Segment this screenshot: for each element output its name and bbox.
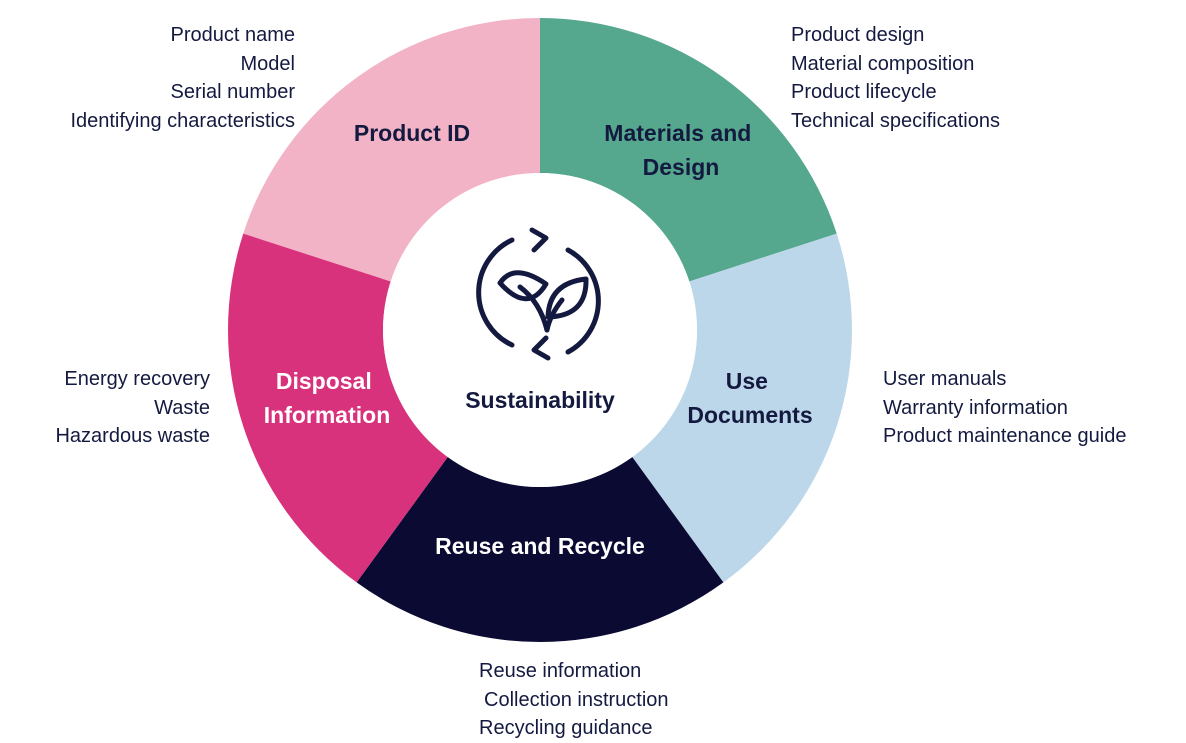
segment-label-materials-design: Materials and Design (604, 120, 757, 180)
segment-label-reuse-recycle: Reuse and Recycle (435, 533, 645, 559)
reuse-recycle-items-list: Reuse information Collection instruction… (479, 657, 669, 743)
segment-materials-design (540, 18, 837, 282)
list-item: Waste (154, 396, 210, 419)
list-item: Recycling guidance (479, 717, 653, 739)
list-item: User manuals (883, 368, 1007, 390)
list-item: Collection instruction (484, 688, 669, 711)
list-item: Product maintenance guide (883, 425, 1127, 447)
segment-disposal-info (227, 233, 448, 583)
list-item: Hazardous waste (55, 425, 210, 447)
list-item: Product design (791, 24, 925, 46)
list-item: Warranty information (883, 396, 1068, 419)
use-documents-items-list: User manuals Warranty information Produc… (883, 365, 1127, 451)
disposal-info-items-list: Energy recovery Waste Hazardous waste (55, 365, 210, 451)
list-item: Serial number (170, 81, 295, 103)
list-item: Technical specifications (791, 109, 1000, 132)
segment-product-id (243, 18, 540, 282)
list-item: Product lifecycle (791, 81, 937, 103)
list-item: Model (240, 52, 295, 75)
segment-label-disposal-info: Disposal Information (264, 368, 391, 428)
list-item: Identifying characteristics (70, 109, 295, 132)
wheel-segments (227, 18, 852, 642)
segment-label-use-documents: Use Documents (687, 368, 812, 428)
center-label: Sustainability (465, 387, 615, 413)
materials-design-items-list: Product design Material composition Prod… (791, 21, 1000, 135)
list-item: Energy recovery (64, 368, 210, 390)
list-item: Product name (170, 24, 295, 46)
center-circle (383, 173, 697, 487)
list-item: Reuse information (479, 660, 642, 682)
segment-label-product-id: Product ID (354, 120, 470, 146)
segment-reuse-recycle (356, 457, 724, 642)
segment-use-documents (632, 233, 852, 583)
list-item: Material composition (791, 52, 975, 75)
leaf-cycle-icon (476, 227, 601, 361)
product-id-items-list: Product name Model Serial number Identif… (70, 21, 295, 135)
